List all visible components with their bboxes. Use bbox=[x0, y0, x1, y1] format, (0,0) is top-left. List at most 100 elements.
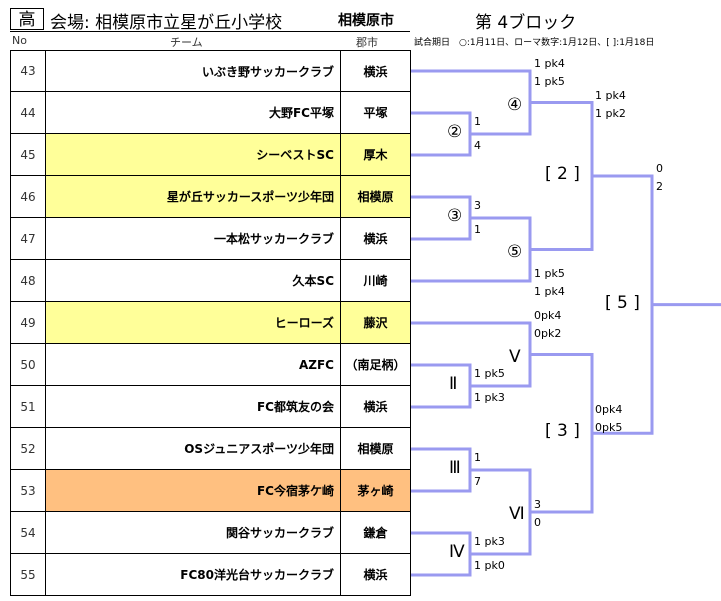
team-city: 横浜 bbox=[363, 568, 388, 582]
team-number: 51 bbox=[11, 386, 46, 427]
score-label: 1 bbox=[474, 115, 481, 128]
match-label-r3: Ⅲ bbox=[449, 458, 461, 478]
match-label-2: ② bbox=[447, 122, 463, 142]
team-city: 相模原 bbox=[341, 176, 410, 217]
venue-city: 相模原市 bbox=[338, 13, 394, 29]
column-header-no: No bbox=[12, 34, 27, 47]
team-city: 厚木 bbox=[341, 134, 410, 175]
score-label: 1 pk5 bbox=[474, 367, 505, 380]
team-name: ヒーローズ bbox=[46, 302, 341, 343]
team-city: 横浜 bbox=[363, 232, 388, 246]
team-number: 53 bbox=[11, 470, 46, 511]
match-label-b2: [ 2 ] bbox=[545, 164, 580, 184]
team-city: 藤沢 bbox=[341, 302, 410, 343]
score-label: 1 bbox=[474, 451, 481, 464]
bracket-line-r2 bbox=[411, 363, 472, 409]
team-name: 久本SC bbox=[46, 260, 341, 301]
team-number: 47 bbox=[11, 218, 46, 259]
team-number: 55 bbox=[11, 554, 46, 595]
column-header-city: 郡市 bbox=[356, 36, 378, 49]
team-city: 川崎 bbox=[363, 274, 388, 288]
team-city: 相模原 bbox=[357, 442, 394, 456]
team-city: 横浜 bbox=[363, 64, 388, 79]
team-name: AZFC bbox=[46, 344, 341, 385]
score-label: 7 bbox=[474, 475, 481, 488]
team-number: 52 bbox=[11, 428, 46, 469]
match-label-b5: [ 5 ] bbox=[605, 292, 640, 313]
score-label: 3 bbox=[474, 199, 481, 212]
match-label-3: ③ bbox=[447, 206, 463, 226]
title-underline bbox=[10, 31, 410, 32]
team-number: 44 bbox=[11, 92, 46, 133]
score-label: 0 bbox=[534, 516, 541, 529]
team-number: 50 bbox=[11, 344, 46, 385]
score-label: 1 pk4 bbox=[595, 88, 626, 102]
match-label-r2: Ⅱ bbox=[449, 374, 458, 394]
score-label: 0pk4 bbox=[595, 402, 623, 416]
division-badge: 高 bbox=[10, 8, 44, 30]
team-number: 43 bbox=[11, 51, 46, 91]
score-label: 1 pk3 bbox=[474, 391, 505, 404]
match-label-4: ④ bbox=[507, 94, 523, 115]
team-number: 48 bbox=[11, 260, 46, 301]
team-name: いぶき野サッカークラブ bbox=[46, 51, 341, 91]
score-label: 0pk4 bbox=[534, 309, 562, 322]
team-name: 関谷サッカークラブ bbox=[46, 512, 341, 553]
team-city: 平塚 bbox=[363, 106, 388, 120]
score-label: 1 pk2 bbox=[595, 106, 626, 120]
column-header-team: チーム bbox=[170, 36, 203, 49]
team-city: （南足柄） bbox=[345, 358, 406, 372]
score-label: 0pk5 bbox=[595, 420, 623, 434]
score-label: 1 pk3 bbox=[474, 535, 505, 548]
match-label-r6: Ⅵ bbox=[509, 504, 525, 524]
match-label-b3: [ 3 ] bbox=[545, 421, 580, 442]
score-label: 1 bbox=[474, 223, 481, 236]
score-label: 3 bbox=[534, 498, 541, 511]
match-label-r4: Ⅳ bbox=[449, 542, 465, 562]
team-number: 46 bbox=[11, 176, 46, 217]
score-label: 4 bbox=[474, 139, 481, 152]
team-name: シーベストSC bbox=[46, 134, 341, 175]
bracket-line-r3 bbox=[411, 447, 472, 493]
team-name: 星が丘サッカースポーツ少年団 bbox=[46, 176, 341, 217]
score-label: 1 pk5 bbox=[534, 267, 565, 280]
team-city: 茅ヶ崎 bbox=[341, 470, 410, 511]
score-label: 1 pk5 bbox=[534, 75, 565, 88]
team-name: 一本松サッカークラブ bbox=[46, 218, 341, 259]
team-name: OSジュニアスポーツ少年団 bbox=[46, 428, 341, 469]
venue-title: 会場: 相模原市立星が丘小学校 bbox=[50, 13, 283, 33]
team-number: 49 bbox=[11, 302, 46, 343]
match-label-5: ⑤ bbox=[507, 241, 523, 262]
block-title: 第 4ブロック bbox=[475, 13, 577, 33]
team-name: FC都筑友の会 bbox=[46, 386, 341, 427]
team-number: 54 bbox=[11, 512, 46, 553]
match-label-r5: Ⅴ bbox=[509, 346, 521, 367]
score-label: 2 bbox=[656, 180, 663, 193]
score-label: 1 pk0 bbox=[474, 559, 505, 572]
team-name: 大野FC平塚 bbox=[46, 92, 341, 133]
score-label: 0 bbox=[656, 162, 663, 175]
dates-note: 試合期日 ○:1月11日、ローマ数字:1月12日、[ ]:1月18日 bbox=[414, 38, 655, 48]
team-number: 45 bbox=[11, 134, 46, 175]
team-city: 鎌倉 bbox=[363, 526, 388, 540]
team-name: FC今宿茅ケ崎 bbox=[46, 470, 341, 511]
score-label: 1 pk4 bbox=[534, 285, 565, 298]
team-name: FC80洋光台サッカークラブ bbox=[46, 554, 341, 595]
team-city: 横浜 bbox=[363, 400, 388, 414]
score-label: 0pk2 bbox=[534, 327, 562, 340]
score-label: 1 pk4 bbox=[534, 57, 565, 70]
